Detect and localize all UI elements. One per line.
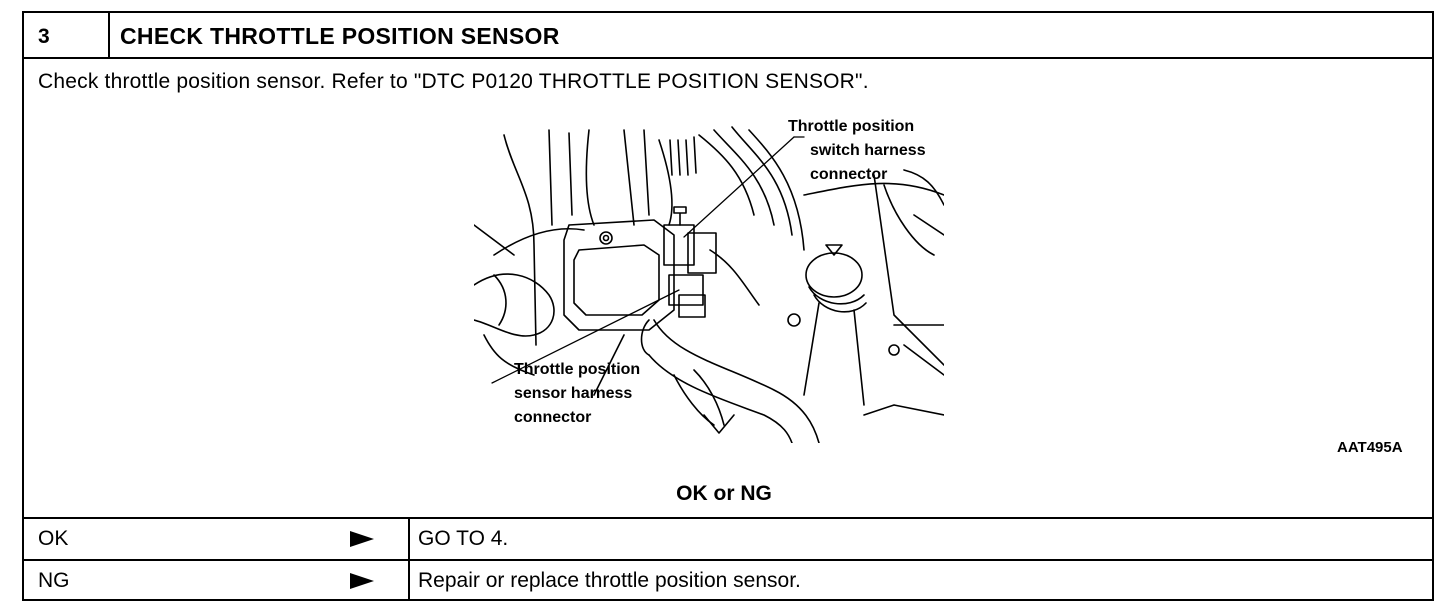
callout-line: switch harness [810, 142, 926, 159]
callout-line: Throttle position [788, 118, 915, 135]
callout-line: sensor harness [514, 385, 633, 402]
callout-line: Throttle position [514, 361, 641, 378]
row-divider [408, 517, 410, 559]
result-label: OK [38, 527, 69, 550]
throttle-body-illustration [474, 126, 944, 443]
figure-id: AAT495A [1337, 439, 1403, 456]
header-divider [108, 13, 110, 57]
step-title: CHECK THROTTLE POSITION SENSOR [120, 23, 560, 49]
callout-line: connector [810, 166, 888, 183]
right-arrow-icon [350, 531, 374, 547]
procedure-table: 3 CHECK THROTTLE POSITION SENSOR Check t… [22, 11, 1434, 601]
ok-or-ng-prompt: OK or NG [676, 482, 772, 505]
result-action: GO TO 4. [418, 527, 509, 550]
callout-sensor-connector: Throttle position sensor harness connect… [492, 358, 640, 430]
result-row-ok: OK GO TO 4. [24, 517, 1432, 559]
right-arrow-icon [350, 573, 374, 589]
result-label: NG [38, 569, 70, 592]
row-divider [408, 559, 410, 601]
result-row-ng: NG Repair or replace throttle position s… [24, 559, 1432, 601]
step-header: 3 CHECK THROTTLE POSITION SENSOR [24, 13, 1432, 59]
callout-switch-connector: Throttle position switch harness connect… [788, 115, 926, 187]
instruction-text: Check throttle position sensor. Refer to… [38, 70, 869, 93]
result-action: Repair or replace throttle position sens… [418, 569, 801, 592]
step-number: 3 [38, 25, 50, 48]
callout-line: connector [514, 409, 592, 426]
